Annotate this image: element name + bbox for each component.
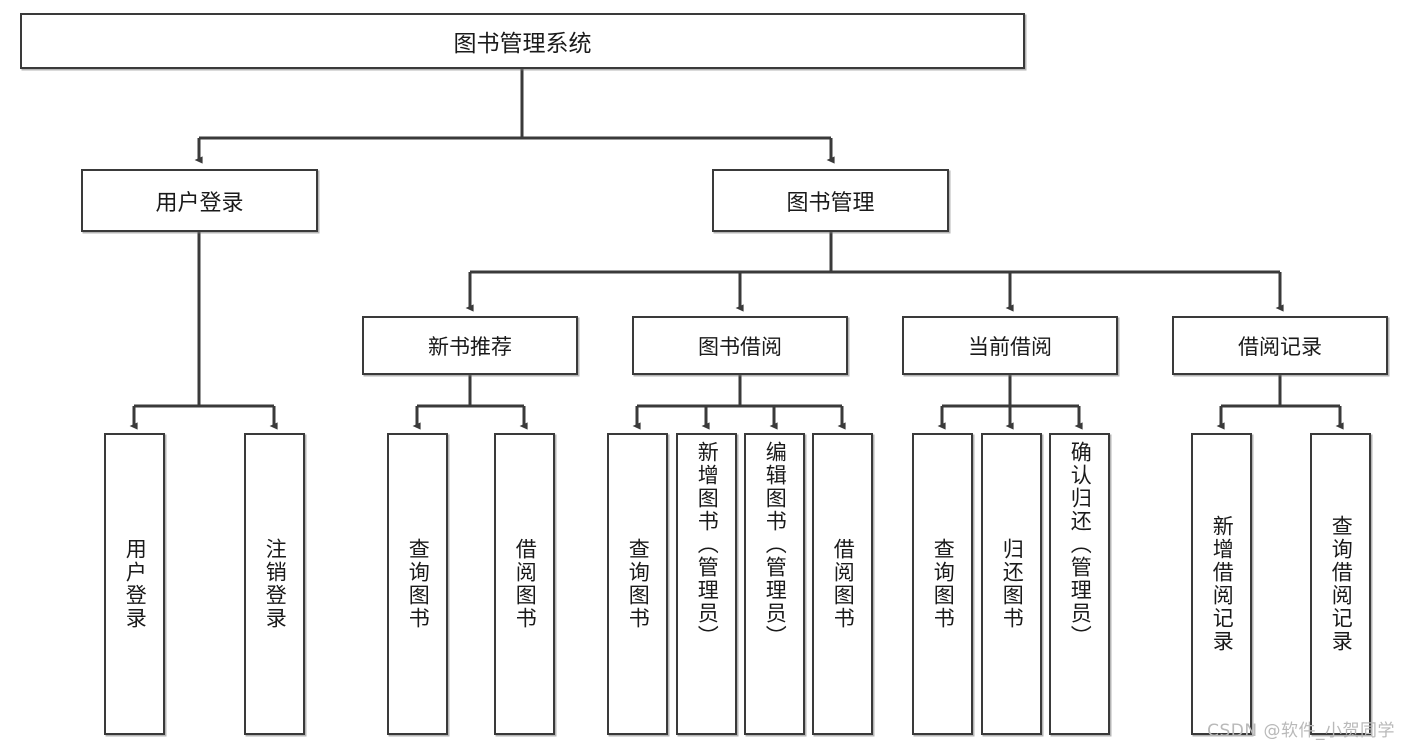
node-label: 借阅图书 <box>513 538 538 630</box>
leaf-borrow-query-book[interactable]: 查询图书 <box>607 433 668 735</box>
node-book-borrow[interactable]: 图书借阅 <box>632 316 848 375</box>
node-label: 查询图书 <box>406 538 431 630</box>
node-borrow-record[interactable]: 借阅记录 <box>1172 316 1388 375</box>
node-label: 查询图书 <box>626 538 651 630</box>
node-label: 新增借阅记录 <box>1210 515 1235 653</box>
leaf-record-add-record[interactable]: 新增借阅记录 <box>1191 433 1252 735</box>
leaf-user-login-login[interactable]: 用户登录 <box>104 433 165 735</box>
leaf-new-book-query[interactable]: 查询图书 <box>387 433 448 735</box>
node-current-borrow[interactable]: 当前借阅 <box>902 316 1118 375</box>
leaf-borrow-borrow-book[interactable]: 借阅图书 <box>812 433 873 735</box>
leaf-current-return-book[interactable]: 归还图书 <box>981 433 1042 735</box>
node-label: 图书管理系统 <box>453 31 592 57</box>
node-label: 借阅记录 <box>1238 334 1322 359</box>
leaf-current-confirm-return-admin[interactable]: 确认归还（管理员） <box>1049 433 1110 735</box>
node-root-system[interactable]: 图书管理系统 <box>20 13 1025 69</box>
node-label: 用户登录 <box>155 190 244 216</box>
node-label: 用户登录 <box>123 538 148 630</box>
node-user-login[interactable]: 用户登录 <box>81 169 318 232</box>
node-new-book-recommend[interactable]: 新书推荐 <box>362 316 578 375</box>
node-label: 查询图书 <box>931 538 956 630</box>
leaf-new-book-borrow[interactable]: 借阅图书 <box>494 433 555 735</box>
node-label: 新书推荐 <box>428 334 512 359</box>
leaf-user-login-logout[interactable]: 注销登录 <box>244 433 305 735</box>
leaf-current-query-book[interactable]: 查询图书 <box>912 433 973 735</box>
node-label: 图书借阅 <box>698 334 782 359</box>
node-label: 当前借阅 <box>968 334 1052 359</box>
node-label: 注销登录 <box>263 538 288 630</box>
node-label: 确认归还（管理员） <box>1068 441 1093 648</box>
node-book-management[interactable]: 图书管理 <box>712 169 949 232</box>
node-label: 归还图书 <box>1000 538 1025 630</box>
node-label: 新增图书（管理员） <box>695 441 720 648</box>
node-label: 借阅图书 <box>831 538 856 630</box>
node-label: 编辑图书（管理员） <box>763 441 788 648</box>
leaf-borrow-add-book-admin[interactable]: 新增图书（管理员） <box>676 433 737 735</box>
leaf-borrow-edit-book-admin[interactable]: 编辑图书（管理员） <box>744 433 805 735</box>
node-label: 图书管理 <box>786 190 875 216</box>
node-label: 查询借阅记录 <box>1329 515 1354 653</box>
leaf-record-query-record[interactable]: 查询借阅记录 <box>1310 433 1371 735</box>
